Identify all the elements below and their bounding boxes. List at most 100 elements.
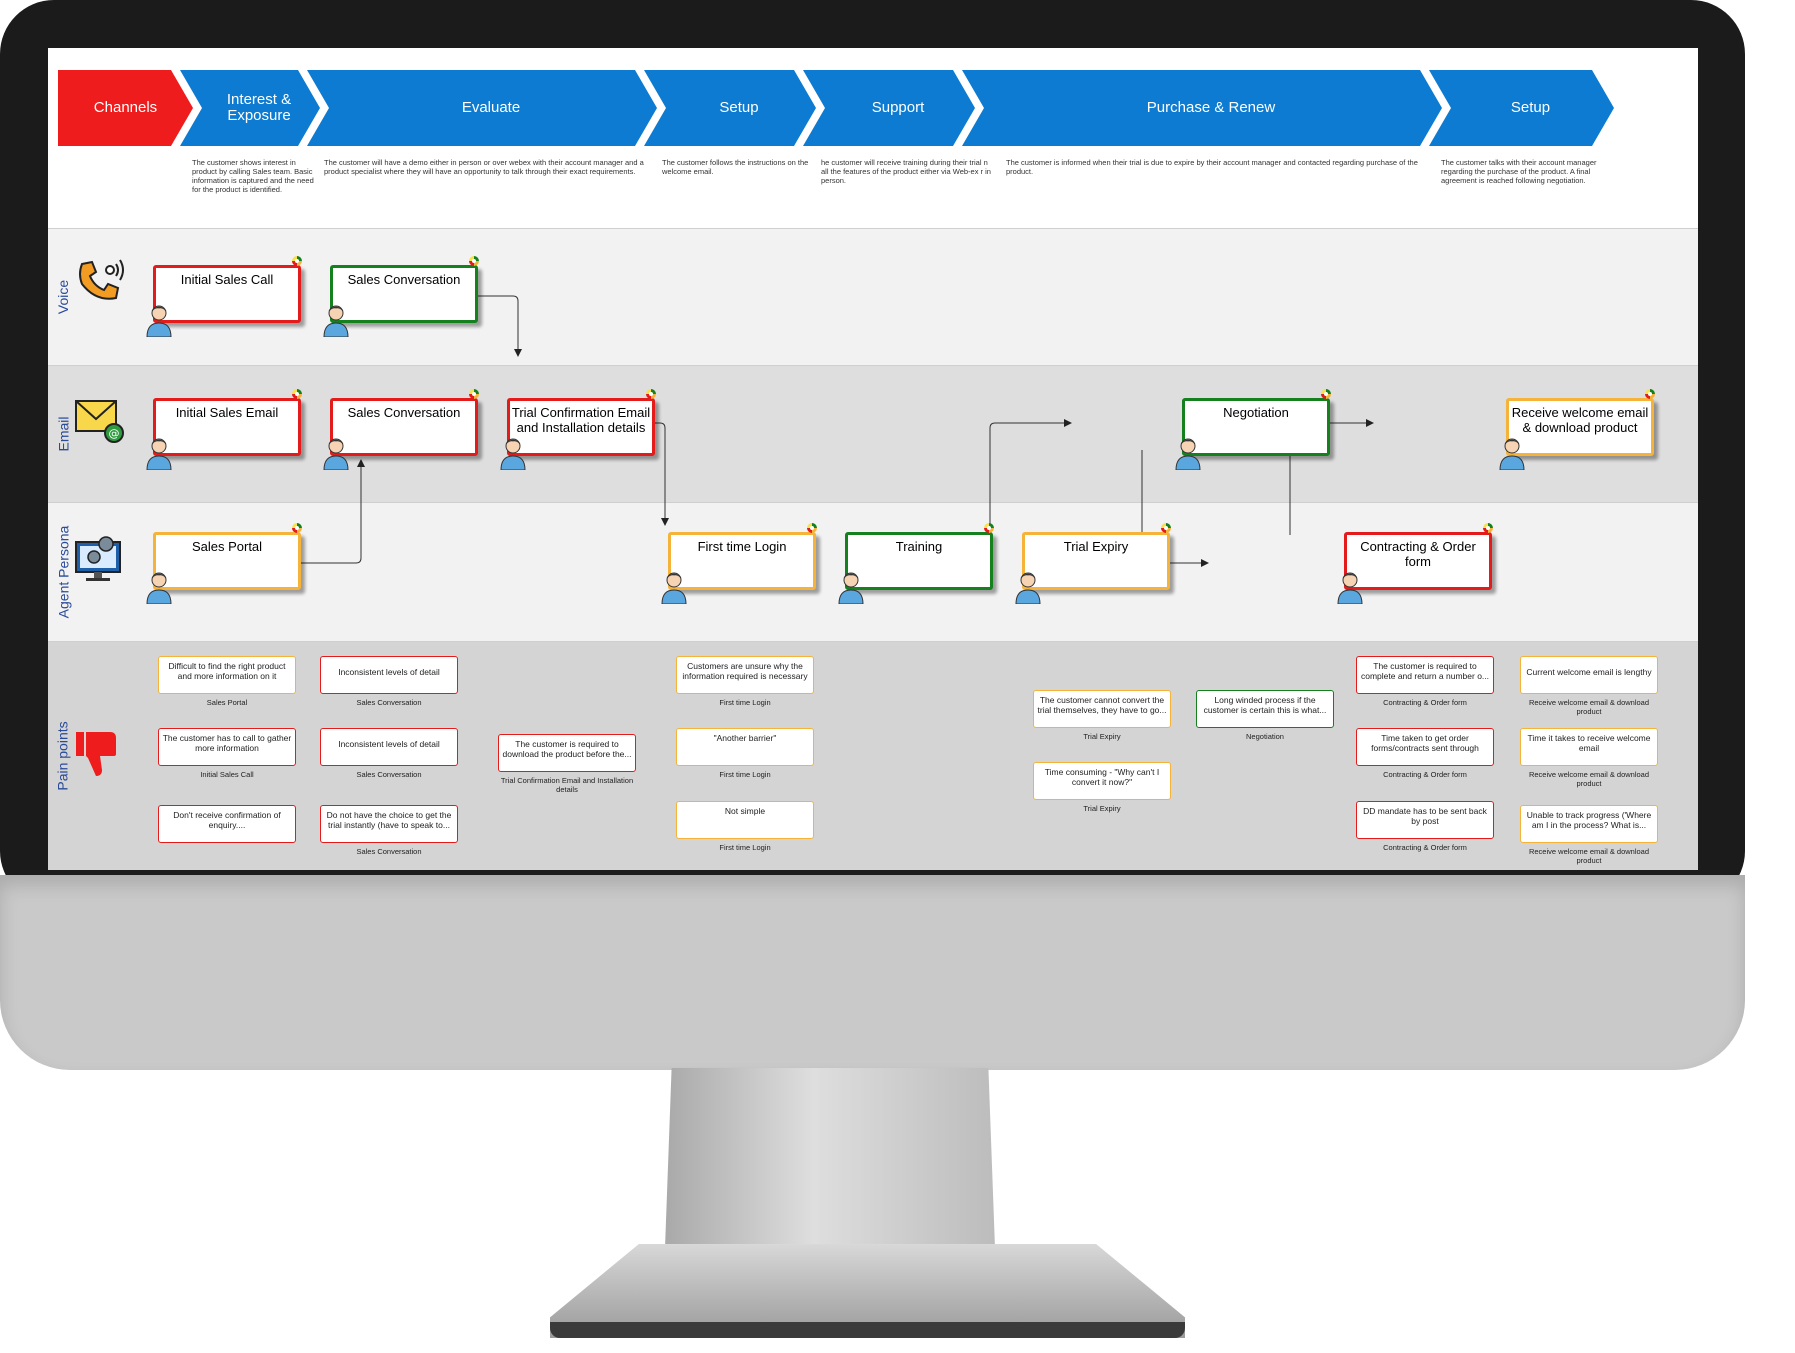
thumbs-down-icon <box>76 732 116 776</box>
step-negotiation[interactable]: Negotiation <box>1182 398 1330 456</box>
pain-point-card[interactable]: Do not have the choice to get the trial … <box>320 805 458 843</box>
lane-email <box>48 365 1698 503</box>
stage-label: Setup <box>719 99 759 116</box>
pain-point-card[interactable]: Inconsistent levels of detail <box>320 728 458 766</box>
status-gauge-icon <box>469 389 479 399</box>
pain-point-card[interactable]: Customers are unsure why the information… <box>676 656 814 694</box>
pain-point-source: Sales Portal <box>206 698 248 707</box>
pain-point-source: Sales Conversation <box>356 770 422 779</box>
stage-interest-exposure: Interest & Exposure <box>180 70 320 146</box>
pain-point-card[interactable]: Unable to track progress ('Where am I in… <box>1520 805 1658 843</box>
status-gauge-icon <box>292 523 302 533</box>
monitor-chin <box>0 875 1745 1070</box>
stage-label: Channels <box>93 99 158 116</box>
pain-point-source: First time Login <box>719 770 771 779</box>
computer-gear-icon <box>75 536 121 581</box>
pain-point-source: First time Login <box>719 698 771 707</box>
persona-avatar-icon <box>146 305 172 337</box>
persona-avatar-icon <box>838 572 864 604</box>
stage-evaluate: Evaluate <box>307 70 657 146</box>
pain-point-card[interactable]: DD mandate has to be sent back by post <box>1356 801 1494 839</box>
step-sales-conversation-voice[interactable]: Sales Conversation <box>330 265 478 323</box>
stage-description: The customer talks with their account ma… <box>1441 158 1597 185</box>
pain-point-source: Initial Sales Call <box>200 770 254 779</box>
pain-point-card[interactable]: Difficult to find the right product and … <box>158 656 296 694</box>
pain-point-card[interactable]: The customer has to call to gather more … <box>158 728 296 766</box>
pain-point-source: Sales Conversation <box>356 698 422 707</box>
status-gauge-icon <box>1161 523 1171 533</box>
stage-label: Support <box>871 99 925 116</box>
pain-point-card[interactable]: Not simple <box>676 801 814 839</box>
pain-point-card[interactable]: Current welcome email is lengthy <box>1520 656 1658 694</box>
stage-label: Setup <box>1510 99 1551 116</box>
pain-point-card[interactable]: The customer cannot convert the trial th… <box>1033 690 1171 728</box>
pain-point-source: Contracting & Order form <box>1383 770 1467 779</box>
status-gauge-icon <box>469 256 479 266</box>
email-icon: @ <box>75 400 124 443</box>
pain-point-source: Negotiation <box>1246 732 1284 741</box>
status-gauge-icon <box>1321 389 1331 399</box>
stage-support: Support <box>803 70 975 146</box>
pain-point-card[interactable]: Long winded process if the customer is c… <box>1196 690 1334 728</box>
persona-avatar-icon <box>146 438 172 470</box>
pain-point-card[interactable]: Inconsistent levels of detail <box>320 656 458 694</box>
stage-description: The customer follows the instructions on… <box>662 158 809 176</box>
persona-avatar-icon <box>500 438 526 470</box>
pain-point-source: Receive welcome email & download product <box>1528 770 1650 788</box>
step-receive-welcome-email[interactable]: Receive welcome email & download product <box>1506 398 1654 456</box>
pain-point-source: First time Login <box>719 843 771 852</box>
step-sales-portal[interactable]: Sales Portal <box>153 532 301 590</box>
persona-avatar-icon <box>661 572 687 604</box>
stage-description: The customer is informed when their tria… <box>1006 158 1418 176</box>
status-gauge-icon <box>807 523 817 533</box>
status-gauge-icon <box>1645 389 1655 399</box>
step-training[interactable]: Training <box>845 532 993 590</box>
persona-avatar-icon <box>1175 438 1201 470</box>
stage-description: The customer shows interest in product b… <box>192 158 314 194</box>
stage-description: The customer will have a demo either in … <box>324 158 644 176</box>
status-gauge-icon <box>1483 523 1493 533</box>
step-trial-confirmation-email[interactable]: Trial Confirmation Email and Installatio… <box>507 398 655 456</box>
pain-point-card[interactable]: Time it takes to receive welcome email <box>1520 728 1658 766</box>
stage-label: Purchase & Renew <box>1146 99 1276 116</box>
step-initial-sales-email[interactable]: Initial Sales Email <box>153 398 301 456</box>
step-initial-sales-call[interactable]: Initial Sales Call <box>153 265 301 323</box>
lane-voice <box>48 228 1698 366</box>
stage-purchase-renew: Purchase & Renew <box>962 70 1442 146</box>
persona-avatar-icon <box>146 572 172 604</box>
persona-avatar-icon <box>323 438 349 470</box>
stage-label: Evaluate <box>461 99 521 116</box>
persona-avatar-icon <box>1015 572 1041 604</box>
monitor-stand-base-edge <box>550 1322 1185 1338</box>
stage-label: Interest & Exposure <box>226 91 292 124</box>
pain-point-source: Receive welcome email & download product <box>1528 698 1650 716</box>
status-gauge-icon <box>984 523 994 533</box>
stage-description: he customer will receive training during… <box>821 158 991 185</box>
pain-point-card[interactable]: Time taken to get order forms/contracts … <box>1356 728 1494 766</box>
step-first-time-login[interactable]: First time Login <box>668 532 816 590</box>
pain-point-source: Receive welcome email & download product <box>1528 847 1650 865</box>
pain-point-card[interactable]: The customer is required to download the… <box>498 734 636 772</box>
persona-avatar-icon <box>1337 572 1363 604</box>
stage-setup-final: Setup <box>1429 70 1614 146</box>
svg-text:@: @ <box>109 427 120 440</box>
pain-point-card[interactable]: "Another barrier" <box>676 728 814 766</box>
pain-point-source: Trial Expiry <box>1083 804 1121 813</box>
persona-avatar-icon <box>1499 438 1525 470</box>
phone-icon <box>79 259 124 300</box>
pain-point-source: Contracting & Order form <box>1383 698 1467 707</box>
monitor-stand-neck <box>665 1068 995 1248</box>
pain-point-source: Sales Conversation <box>356 847 422 856</box>
step-contracting-order-form[interactable]: Contracting & Order form <box>1344 532 1492 590</box>
screen: Channels Interest & Exposure Evaluate Se… <box>48 48 1698 870</box>
pain-point-source: Trial Confirmation Email and Installatio… <box>500 776 634 794</box>
pain-point-card[interactable]: The customer is required to complete and… <box>1356 656 1494 694</box>
stage-channels: Channels <box>58 70 193 146</box>
status-gauge-icon <box>292 256 302 266</box>
step-sales-conversation-email[interactable]: Sales Conversation <box>330 398 478 456</box>
pain-point-source: Contracting & Order form <box>1383 843 1467 852</box>
pain-point-card[interactable]: Don't receive confirmation of enquiry...… <box>158 805 296 843</box>
pain-point-card[interactable]: Time consuming - "Why can't I convert it… <box>1033 762 1171 800</box>
persona-avatar-icon <box>323 305 349 337</box>
step-trial-expiry[interactable]: Trial Expiry <box>1022 532 1170 590</box>
